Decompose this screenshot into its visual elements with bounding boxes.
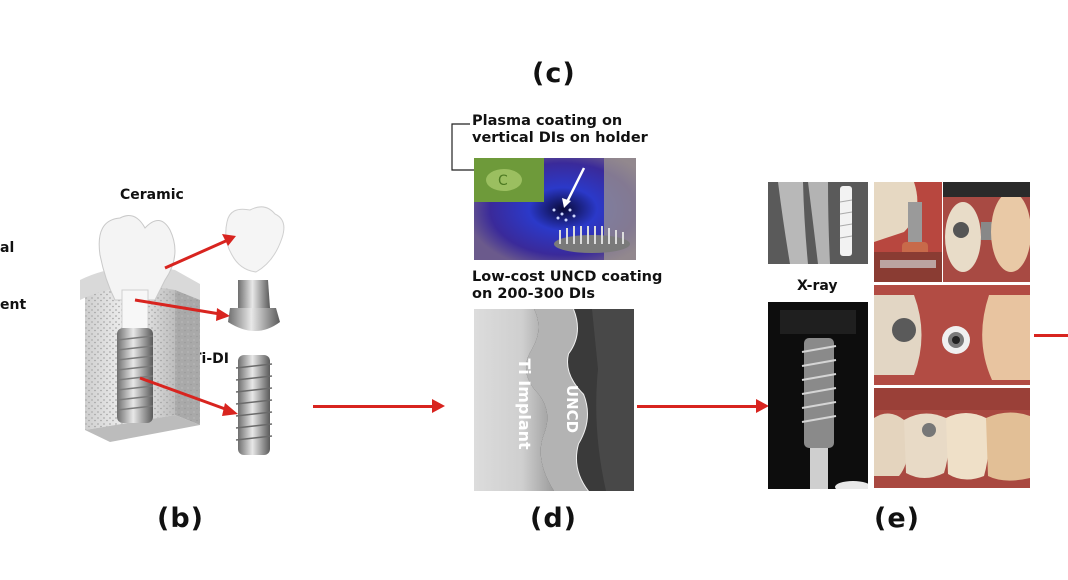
left-cut-label-2: ent <box>0 297 27 313</box>
sem-image: Ti Implant UNCD <box>474 309 634 491</box>
flow-arrow-d-to-e <box>637 399 769 413</box>
uncd-caption: Low-cost UNCD coating on 200-300 DIs <box>472 269 662 303</box>
bracket-line <box>451 123 474 171</box>
flow-arrow-b-to-d <box>313 399 445 413</box>
ceramic-label: Ceramic <box>120 187 184 203</box>
flow-arrow-e-out <box>1034 334 1068 337</box>
clinical-photo-4 <box>874 388 1030 488</box>
sem-texture <box>474 309 634 491</box>
uncd-label: UNCD <box>563 384 581 434</box>
svg-text:C: C <box>498 173 508 189</box>
plasma-photo: C <box>474 158 636 260</box>
uncd-caption-line2: on 200-300 DIs <box>472 286 595 302</box>
plasma-caption-line1: Plasma coating on <box>472 113 623 129</box>
xray-image <box>768 182 868 264</box>
xray-label: X-ray <box>797 278 838 294</box>
panel-label-d: (d) <box>530 503 578 534</box>
left-cut-label-1: al <box>0 240 15 256</box>
panel-label-e: (e) <box>874 503 920 534</box>
implant-illustration <box>80 206 285 455</box>
clinical-photo-1 <box>874 182 942 282</box>
clinical-photo-3 <box>874 285 1030 385</box>
uncd-caption-line1: Low-cost UNCD coating <box>472 269 663 285</box>
plasma-caption-line2: vertical DIs on holder <box>472 130 648 146</box>
panel-label-b: (b) <box>157 503 205 534</box>
plasma-caption: Plasma coating on vertical DIs on holder <box>472 113 648 147</box>
ti-di-label: Ti-DI <box>192 351 229 367</box>
implant-photo <box>768 302 868 489</box>
clinical-photo-2 <box>943 182 1030 282</box>
panel-label-c: (c) <box>532 58 576 89</box>
